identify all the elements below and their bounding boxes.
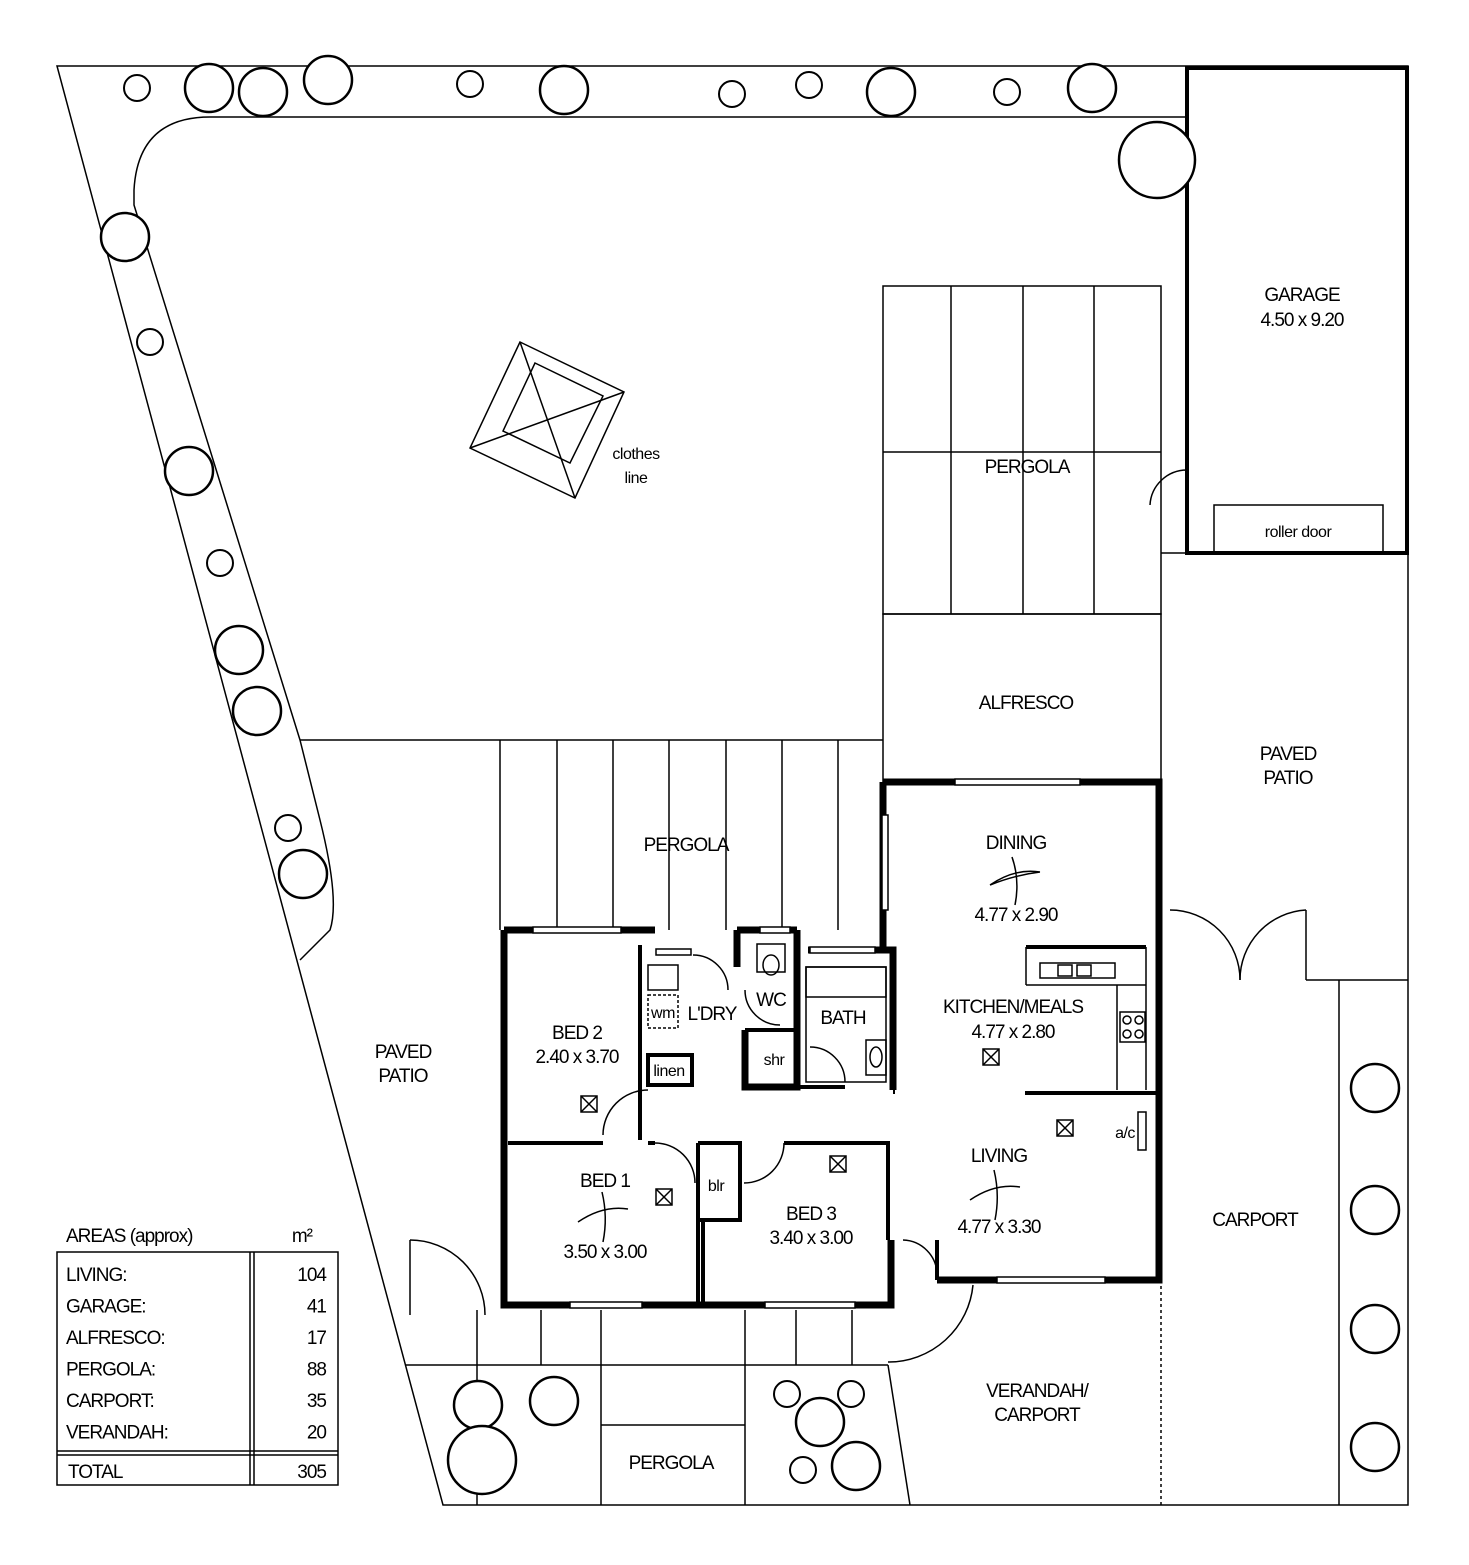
area-row-label: LIVING: bbox=[66, 1265, 127, 1286]
ac-label: a/c bbox=[1115, 1125, 1135, 1142]
clothes-line-label-2: line bbox=[625, 470, 649, 487]
kitchen-label: KITCHEN/MEALS bbox=[943, 997, 1083, 1018]
pergola-bottom bbox=[405, 1280, 1162, 1506]
area-row-value: 41 bbox=[307, 1297, 327, 1318]
bed3-label: BED 3 bbox=[786, 1204, 836, 1225]
paved-patio-right-label-2: PATIO bbox=[1263, 768, 1312, 789]
clothes-line-label-1: clothes bbox=[612, 446, 660, 463]
garage-label: GARAGE bbox=[1264, 285, 1340, 306]
areas-total-label: TOTAL bbox=[68, 1462, 123, 1483]
area-row-value: 20 bbox=[307, 1423, 327, 1444]
bed2-label: BED 2 bbox=[552, 1023, 602, 1044]
paved-patio-left-label-1: PAVED bbox=[375, 1042, 432, 1063]
wm-label: wm bbox=[650, 1005, 675, 1022]
bath-label: BATH bbox=[820, 1008, 866, 1029]
bed1-size: 3.50 x 3.00 bbox=[563, 1242, 646, 1263]
smoke-alarm-icons bbox=[580, 1048, 1074, 1206]
house-walls bbox=[500, 778, 1163, 1309]
verandah-label-2: CARPORT bbox=[994, 1405, 1081, 1426]
areas-unit: m² bbox=[292, 1226, 313, 1247]
dining-label: DINING bbox=[986, 833, 1047, 854]
room-labels: GARAGE 4.50 x 9.20 roller door clothes l… bbox=[375, 285, 1345, 1474]
alfresco-label: ALFRESCO bbox=[979, 693, 1074, 714]
areas-title: AREAS (approx) bbox=[66, 1226, 193, 1247]
boiler-label: blr bbox=[708, 1178, 725, 1195]
pergola-top-label: PERGOLA bbox=[985, 457, 1071, 478]
areas-total-value: 305 bbox=[297, 1462, 326, 1483]
clothes-line-icon bbox=[469, 340, 625, 500]
ceiling-fans bbox=[577, 856, 1041, 1243]
pergola-bottom-label: PERGOLA bbox=[629, 1453, 715, 1474]
doors bbox=[409, 909, 1307, 1363]
area-row-label: GARAGE: bbox=[66, 1297, 146, 1318]
paved-patio-right bbox=[1161, 552, 1408, 1505]
dining-size: 4.77 x 2.90 bbox=[974, 905, 1057, 926]
shower-label: shr bbox=[764, 1052, 786, 1069]
laundry-label: L'DRY bbox=[688, 1004, 738, 1025]
kitchen-size: 4.77 x 2.80 bbox=[971, 1022, 1054, 1043]
living-size: 4.77 x 3.30 bbox=[957, 1217, 1040, 1238]
windows bbox=[532, 778, 1106, 1309]
tree-icons bbox=[99, 54, 1401, 1496]
area-row-label: VERANDAH: bbox=[66, 1423, 168, 1444]
area-row-label: ALFRESCO: bbox=[66, 1328, 165, 1349]
area-row-label: CARPORT: bbox=[66, 1391, 154, 1412]
area-row-value: 104 bbox=[297, 1265, 327, 1286]
roller-door-label: roller door bbox=[1265, 524, 1333, 541]
area-row-label: PERGOLA: bbox=[66, 1360, 155, 1381]
garden-bed bbox=[133, 116, 1186, 961]
wc-label: WC bbox=[756, 990, 786, 1011]
garage-size: 4.50 x 9.20 bbox=[1260, 310, 1343, 331]
verandah-label-1: VERANDAH/ bbox=[986, 1381, 1090, 1402]
area-row-value: 35 bbox=[307, 1391, 327, 1412]
area-row-value: 88 bbox=[307, 1360, 327, 1381]
bed1-label: BED 1 bbox=[580, 1171, 630, 1192]
pergola-middle bbox=[499, 739, 883, 930]
bed2-size: 2.40 x 3.70 bbox=[535, 1047, 618, 1068]
living-label: LIVING bbox=[971, 1146, 1028, 1167]
pergola-top bbox=[882, 285, 1162, 615]
area-row-value: 17 bbox=[307, 1328, 327, 1349]
bed3-size: 3.40 x 3.00 bbox=[769, 1228, 852, 1249]
pergola-middle-label: PERGOLA bbox=[644, 835, 730, 856]
fixtures bbox=[646, 943, 1146, 1087]
property-boundary bbox=[56, 65, 1409, 1506]
paved-patio-left-label-2: PATIO bbox=[378, 1066, 427, 1087]
linen-label: linen bbox=[653, 1063, 684, 1080]
carport-label: CARPORT bbox=[1212, 1210, 1299, 1231]
paved-patio-right-label-1: PAVED bbox=[1260, 744, 1317, 765]
